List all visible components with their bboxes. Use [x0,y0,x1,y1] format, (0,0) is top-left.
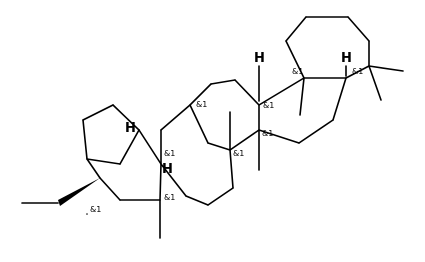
hydrogen-labels: H H H H [125,51,352,177]
stereo-marker: &1 [90,205,101,214]
stereo-marker: &1 [262,129,273,138]
stereo-marker: &1 [164,149,175,158]
h-label-c17: H [125,121,136,136]
stereo-marker: &1 [233,149,244,158]
h-label-c9: H [254,51,265,66]
stereo-markers: &1 &1 &1 &1 &1 &1 &1 &1 &1 [90,67,363,214]
skeleton-bonds [82,16,404,215]
h-label-c5: H [341,51,352,66]
h-label-c13: H [162,162,173,177]
stereo-marker: &1 [292,67,303,76]
stereo-marker: &1 [164,193,175,202]
ring-e-lower [21,158,162,239]
stereo-marker: &1 [196,100,207,109]
stereo-marker: &1 [263,101,274,110]
stereo-bonds [58,77,305,206]
stereo-marker: &1 [352,67,363,76]
